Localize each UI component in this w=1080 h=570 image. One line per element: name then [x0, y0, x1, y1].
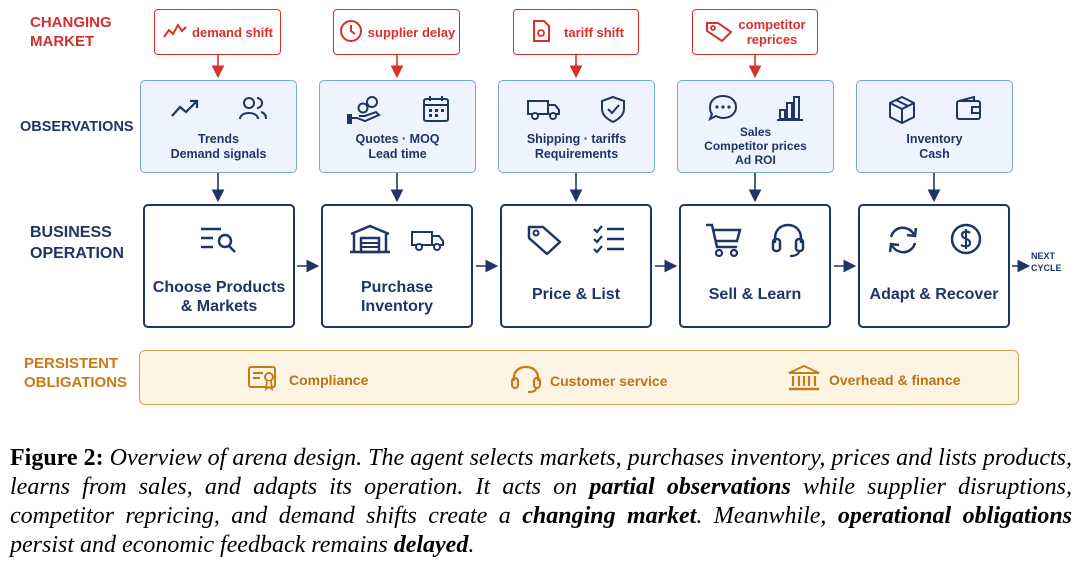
caption-text: . — [468, 532, 475, 558]
operation-title-line: Price & List — [531, 286, 621, 303]
truck-icon — [410, 221, 446, 262]
bar-chart-icon — [775, 93, 805, 128]
coins-hand-icon — [345, 94, 385, 131]
observation-line: Lead time — [368, 147, 427, 161]
bank-icon — [787, 364, 821, 395]
persistent-obligations-label-line-2: OBLIGATIONS — [24, 374, 128, 391]
arena-diagram: CHANGING MARKET OBSERVATIONS BUSINESS OP… — [20, 9, 1062, 405]
persistent-obligations-label: PERSISTENT OBLIGATIONS — [24, 354, 127, 392]
obligation-label: Overhead & finance — [829, 371, 961, 388]
wallet-icon — [954, 94, 984, 131]
operation-adapt-recover: Adapt & Recover — [858, 204, 1010, 328]
observation-to-operation-arrows — [211, 173, 941, 203]
persistent-obligations-label-line-1: PERSISTENT — [24, 355, 119, 372]
event-competitor-reprices: competitor reprices — [692, 9, 818, 55]
certificate-icon — [247, 364, 281, 395]
event-label-line-1: competitor — [738, 17, 806, 32]
market-to-observation-arrows — [211, 55, 762, 79]
observation-line: Sales — [739, 125, 772, 139]
event-label-line-2: reprices — [746, 32, 798, 47]
next-cycle-label: NEXT CYCLE — [1031, 250, 1062, 274]
changing-market-label: CHANGING MARKET — [30, 13, 112, 51]
business-operation-label-line-2: OPERATION — [30, 245, 124, 262]
operation-title-line: Purchase — [360, 279, 434, 296]
refresh-icon — [884, 221, 922, 264]
observation-line: Requirements — [534, 147, 619, 161]
warehouse-icon — [348, 221, 392, 262]
event-demand-shift: demand shift — [154, 9, 281, 55]
operation-price-list: Price & List — [500, 204, 652, 328]
operation-purchase-inventory: Purchase Inventory — [321, 204, 473, 328]
observation-trends: Trends Demand signals — [140, 80, 297, 173]
observation-line: Cash — [919, 147, 950, 161]
truck-icon — [526, 94, 562, 129]
clock-icon — [338, 18, 364, 47]
figure-caption: Figure 2: Overview of arena design. The … — [10, 444, 1072, 560]
caption-emphasis: delayed — [393, 532, 469, 558]
observation-inventory: Inventory Cash — [856, 80, 1013, 173]
observation-line: Shipping · tariffs — [526, 132, 627, 146]
shield-check-icon — [598, 94, 628, 129]
observation-shipping: Shipping · tariffs Requirements — [498, 80, 655, 173]
event-tariff-shift: tariff shift — [513, 9, 639, 55]
observation-sales: Sales Competitor prices Ad ROI — [677, 80, 834, 173]
chat-bubble-icon — [707, 93, 739, 128]
caption-emphasis: changing market — [522, 503, 697, 529]
observation-line: Quotes · MOQ — [355, 132, 440, 146]
observation-line: Competitor prices — [704, 139, 807, 153]
caption-text: Overview of arena design. The agent sele… — [10, 445, 1072, 500]
checklist-icon — [591, 221, 627, 262]
operation-sell-learn: Sell & Learn — [679, 204, 831, 328]
operation-title-line: Sell & Learn — [708, 286, 802, 303]
event-label: supplier delay — [367, 24, 456, 40]
operation-title-line: Adapt & Recover — [869, 286, 999, 303]
operation-title-line: Inventory — [360, 298, 433, 315]
tag-icon — [525, 221, 565, 262]
business-operation-label: BUSINESS OPERATION — [30, 222, 124, 264]
operation-choose-products: Choose Products & Markets — [143, 204, 295, 328]
obligation-overhead-finance: Overhead & finance — [787, 364, 961, 395]
headset-icon — [510, 364, 542, 397]
operation-title-line: & Markets — [180, 298, 258, 315]
price-tag-icon — [704, 18, 734, 47]
cart-icon — [704, 221, 744, 264]
obligation-label: Compliance — [289, 371, 369, 388]
trending-up-icon — [169, 94, 201, 127]
caption-emphasis: operational obligations — [837, 503, 1073, 529]
box-icon — [886, 94, 918, 131]
next-cycle-line: NEXT — [1031, 251, 1056, 261]
observations-label: OBSERVATIONS — [20, 119, 134, 135]
changing-market-label-line-1: CHANGING — [30, 14, 112, 31]
document-icon — [528, 18, 554, 47]
obligations-band — [139, 350, 1019, 405]
event-supplier-delay: supplier delay — [333, 9, 460, 55]
obligation-compliance: Compliance — [247, 364, 368, 395]
event-label: demand shift — [192, 24, 273, 40]
dollar-coin-icon — [948, 221, 984, 264]
search-list-icon — [197, 221, 241, 262]
trend-line-icon — [162, 20, 188, 45]
observation-line: Trends — [198, 132, 239, 146]
caption-emphasis: partial observations — [589, 474, 791, 500]
observation-line: Ad ROI — [735, 153, 776, 167]
business-operation-label-line-1: BUSINESS — [30, 224, 112, 241]
caption-text: persist and economic feedback remains — [10, 532, 394, 558]
figure-label: Figure 2: — [10, 445, 104, 471]
caption-text: . Meanwhile, — [696, 503, 838, 529]
obligation-label: Customer service — [550, 372, 668, 389]
caption-text: while supplier disruptions, competitor r… — [10, 474, 1073, 529]
event-label: tariff shift — [564, 24, 624, 40]
headset-icon — [770, 221, 806, 264]
operation-title-line: Choose Products — [152, 279, 286, 296]
obligation-customer-service: Customer service — [510, 364, 668, 397]
observation-quotes: Quotes · MOQ Lead time — [319, 80, 476, 173]
changing-market-label-line-2: MARKET — [30, 33, 95, 50]
users-icon — [237, 94, 269, 127]
next-cycle-line: CYCLE — [1031, 263, 1062, 273]
event-label: competitor reprices — [738, 17, 805, 47]
observation-line: Demand signals — [170, 147, 267, 161]
calendar-icon — [421, 94, 451, 131]
observation-line: Inventory — [906, 132, 963, 146]
